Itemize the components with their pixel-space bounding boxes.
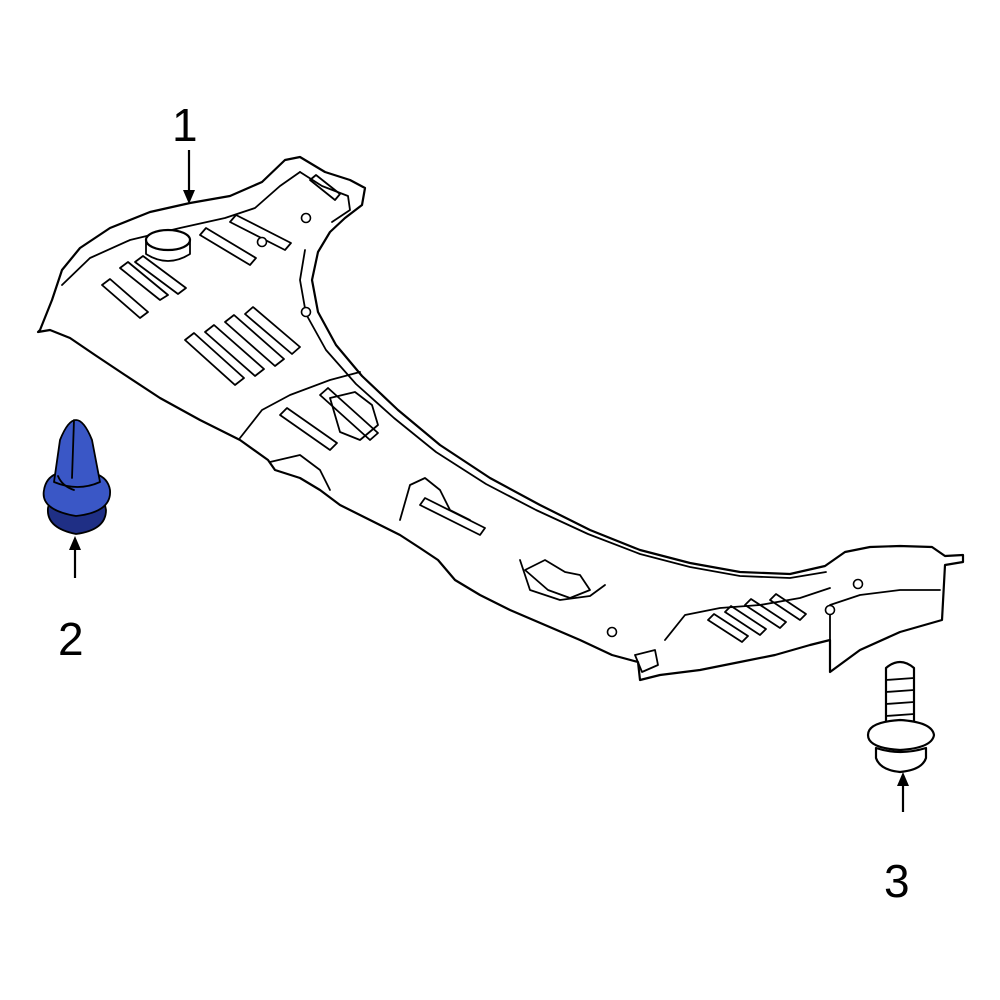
splash-shield-top-edge bbox=[61, 171, 301, 286]
tab-center bbox=[329, 391, 379, 441]
splash-shield-part[interactable] bbox=[36, 155, 965, 682]
bolt-flange bbox=[866, 718, 936, 752]
boss-top bbox=[144, 228, 192, 252]
mount-hole bbox=[824, 604, 836, 616]
flange-bolt-part[interactable] bbox=[866, 660, 936, 774]
retainer-clip-slot bbox=[57, 419, 75, 491]
callout-arrow-2 bbox=[69, 536, 81, 578]
retainer-clip-cone bbox=[53, 419, 101, 488]
bolt-head bbox=[874, 746, 928, 774]
bolt-shank bbox=[884, 660, 916, 724]
tab-bottom-right bbox=[634, 649, 659, 673]
splash-shield-inner-curve bbox=[299, 249, 827, 579]
splash-shield-right-flange bbox=[299, 171, 351, 223]
ribs-left bbox=[101, 255, 187, 319]
mount-hole bbox=[300, 306, 312, 318]
splash-shield-outline bbox=[36, 155, 965, 682]
callout-label-2: 2 bbox=[58, 613, 84, 665]
retainer-clip-part[interactable] bbox=[42, 419, 111, 535]
boss-side bbox=[145, 239, 191, 262]
callout-arrow-1 bbox=[183, 150, 195, 204]
bolt-threads bbox=[885, 677, 915, 717]
ribs-right bbox=[707, 593, 807, 643]
splash-shield-skirt-5 bbox=[664, 587, 831, 641]
splash-shield-skirt-6 bbox=[829, 589, 941, 641]
ribs-mid bbox=[279, 387, 486, 536]
splash-shield-skirt-4 bbox=[519, 559, 606, 601]
splash-shield-skirt-2 bbox=[269, 454, 331, 491]
callout-arrow-3 bbox=[897, 772, 909, 812]
tab-lower bbox=[524, 559, 591, 599]
mount-hole bbox=[606, 626, 618, 638]
callout-label-1: 1 bbox=[172, 99, 198, 151]
mount-hole bbox=[852, 578, 864, 590]
splash-shield-skirt bbox=[239, 371, 361, 439]
callout-label-3: 3 bbox=[884, 855, 910, 907]
ribs-center bbox=[184, 306, 301, 386]
mount-hole bbox=[256, 236, 268, 248]
mount-hole bbox=[300, 212, 312, 224]
